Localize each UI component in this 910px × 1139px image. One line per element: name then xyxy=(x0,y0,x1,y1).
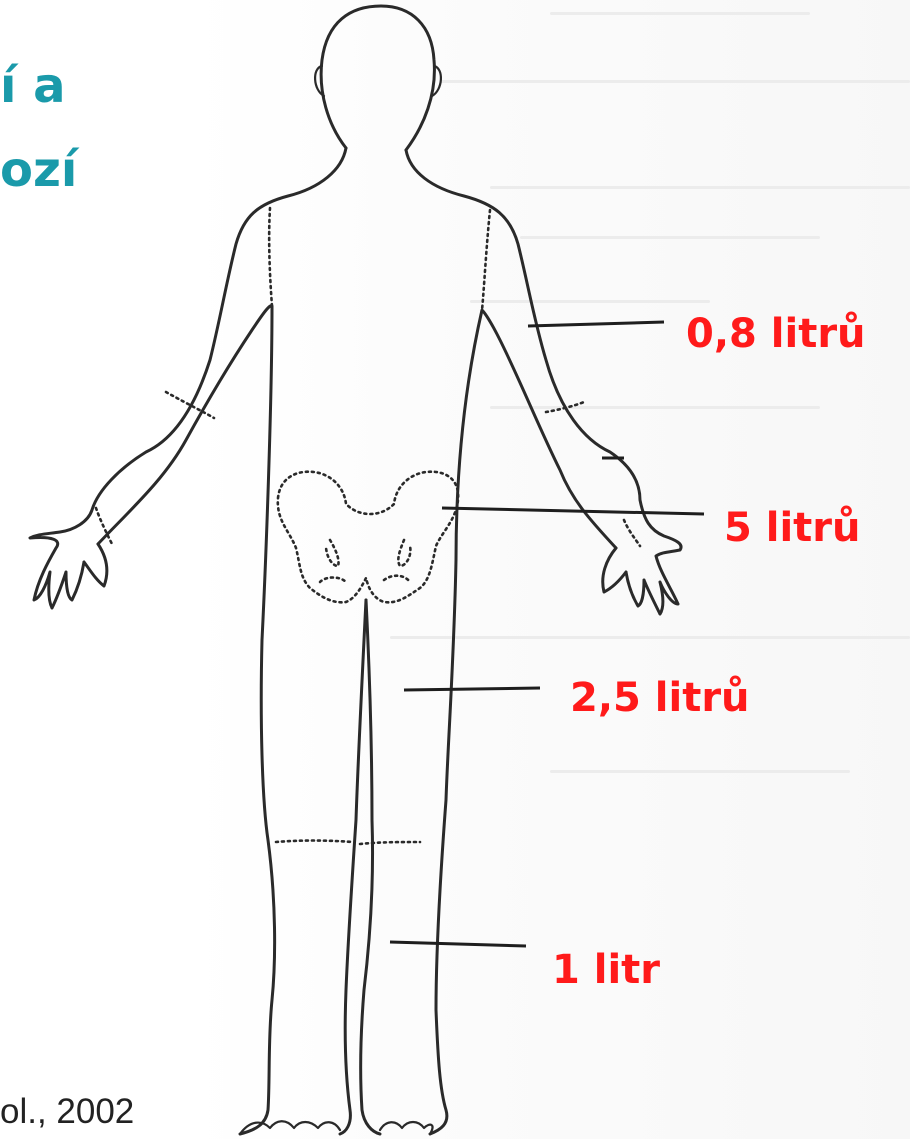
lower-leg-volume-label: 1 litr xyxy=(552,950,660,990)
left-shoulder-boundary xyxy=(269,208,272,306)
right-knee-boundary xyxy=(360,842,420,844)
upper-limb-volume-label: 0,8 litrů xyxy=(686,314,866,354)
left-inner-arm-outline xyxy=(98,306,275,1134)
right-inner-arm-outline xyxy=(430,310,616,1134)
thigh-leader-line xyxy=(404,688,540,690)
pelvis-outline xyxy=(278,472,458,603)
lower-leg-leader-line xyxy=(390,942,526,946)
right-elbow-boundary xyxy=(546,402,584,412)
pelvis-volume-label: 5 litrů xyxy=(724,508,861,548)
pelvis-left-foramen xyxy=(326,540,339,566)
thigh-volume-label: 2,5 litrů xyxy=(570,678,750,718)
right-shoulder-boundary xyxy=(482,210,490,310)
pelvis-inner-left xyxy=(320,578,346,583)
right-inner-leg xyxy=(361,600,380,1134)
pelvis-inner-right xyxy=(384,576,410,582)
source-citation: ol., 2002 xyxy=(0,1092,134,1132)
pelvis-leader-line xyxy=(442,508,704,514)
pelvis-right-foramen xyxy=(398,540,410,566)
left-body-outline xyxy=(30,148,346,608)
upper-limb-leader-line xyxy=(528,322,664,326)
right-foot xyxy=(380,1122,432,1134)
left-knee-boundary xyxy=(276,841,352,843)
right-wrist-boundary xyxy=(624,520,640,546)
head-outline xyxy=(321,6,434,150)
